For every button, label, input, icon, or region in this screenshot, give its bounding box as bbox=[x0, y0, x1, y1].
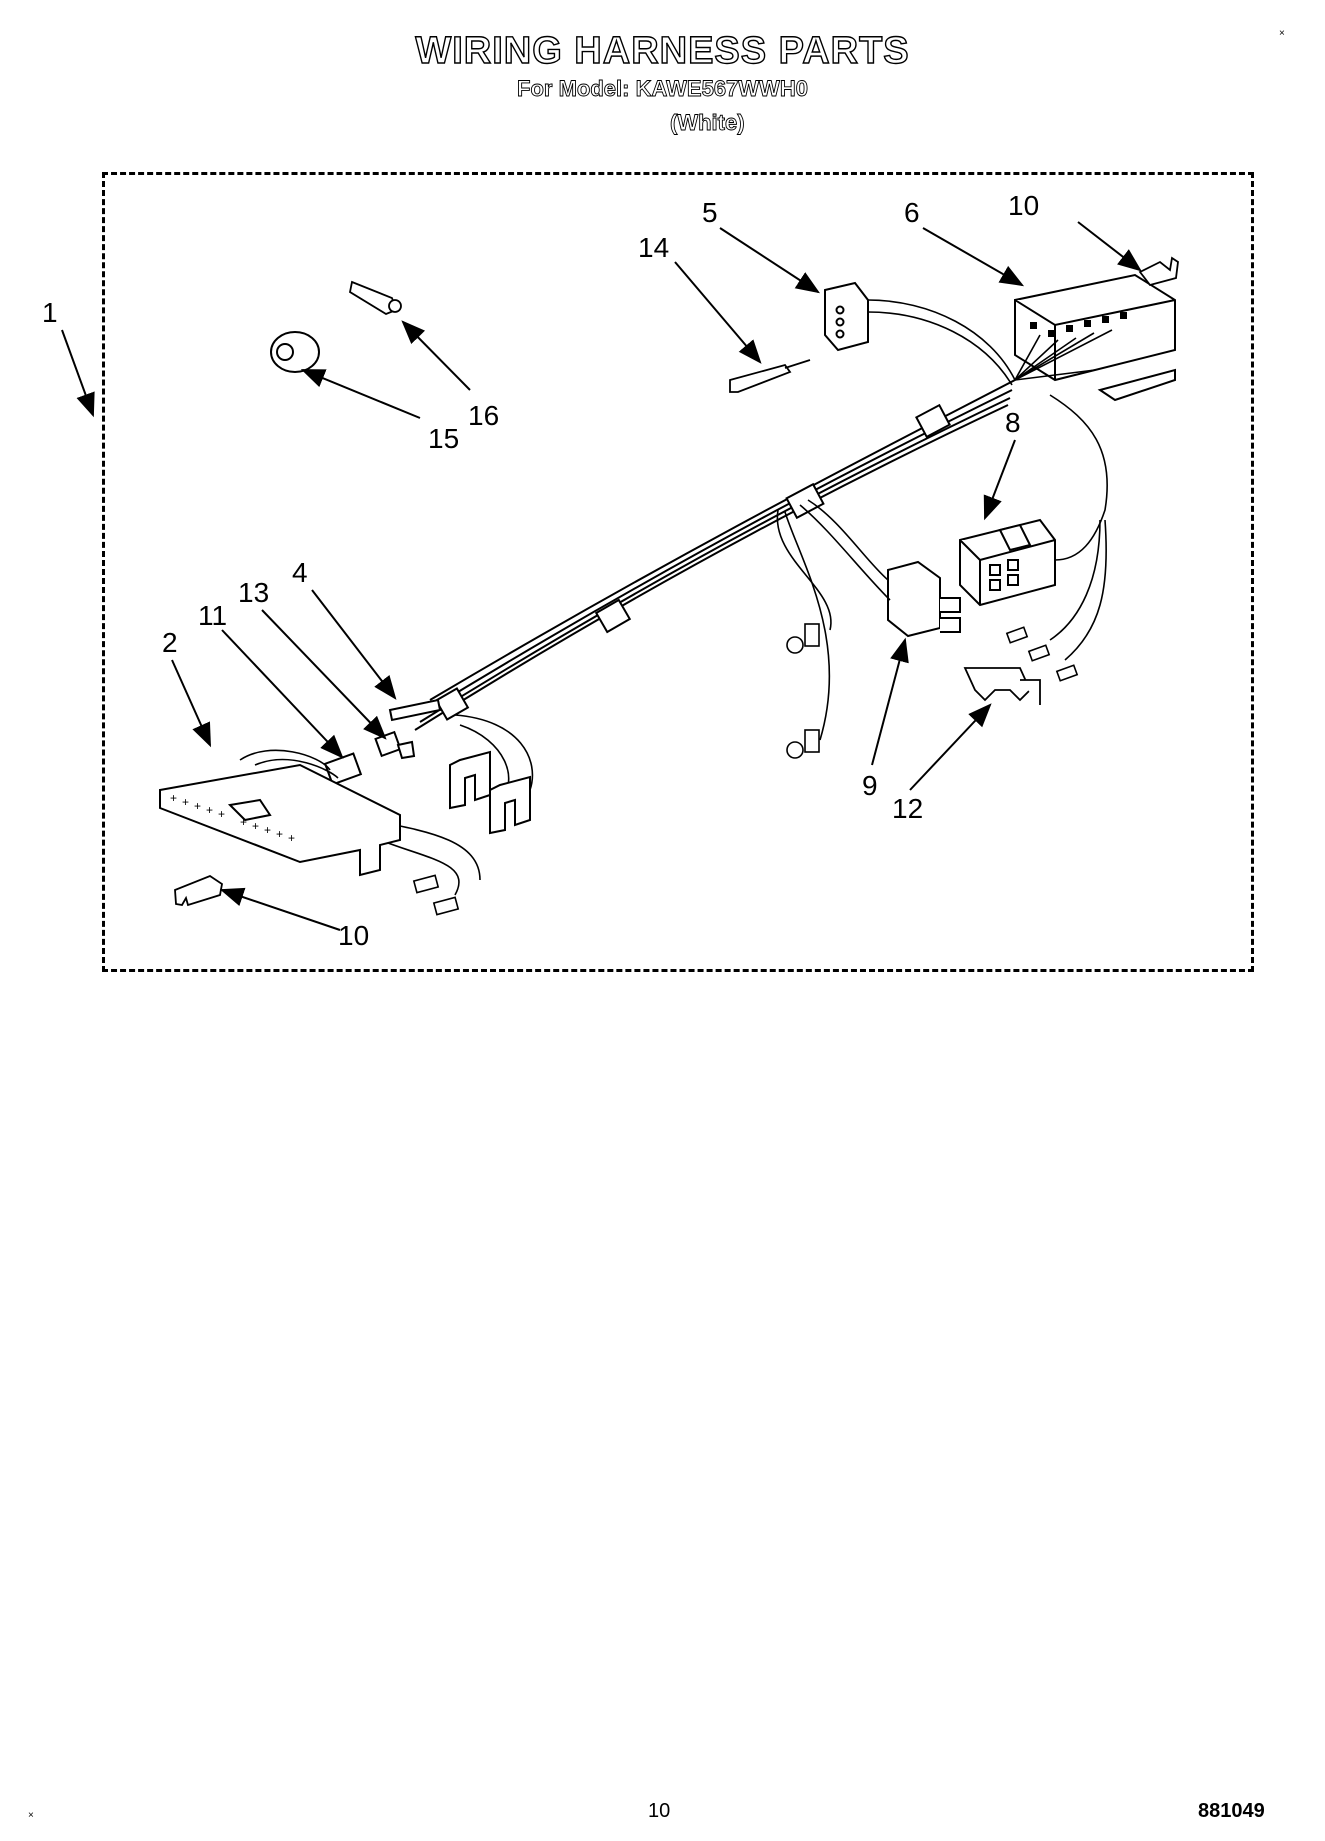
harness-sleeves bbox=[434, 403, 951, 721]
connector-block-8 bbox=[959, 518, 1056, 607]
leader-9 bbox=[871, 637, 909, 766]
ground-leads bbox=[776, 509, 832, 741]
leader-15 bbox=[300, 369, 421, 419]
callout-4: 4 bbox=[292, 557, 308, 588]
callout-labels: 1 2 4 5 6 8 9 10 10 11 12 13 14 15 16 bbox=[42, 190, 1039, 951]
leader-10-lower bbox=[219, 887, 341, 931]
svg-text:+: + bbox=[194, 799, 201, 813]
plug-5-leads bbox=[867, 299, 1016, 386]
svg-text:+: + bbox=[218, 807, 225, 821]
svg-text:+: + bbox=[240, 815, 247, 829]
callout-11: 11 bbox=[198, 600, 227, 631]
leader-8 bbox=[983, 439, 1016, 521]
callout-8: 8 bbox=[1005, 407, 1021, 438]
ring-terminals bbox=[786, 623, 820, 759]
wiring-harness-diagram: + + + + + + + + + + 1 2 4 5 6 8 bbox=[42, 190, 1179, 951]
callout-12: 12 bbox=[892, 793, 923, 824]
callout-14: 14 bbox=[638, 232, 669, 263]
leader-2 bbox=[171, 659, 211, 748]
terminal-14 bbox=[729, 359, 811, 393]
leader-11 bbox=[221, 629, 344, 759]
main-harness-wires bbox=[414, 379, 1016, 731]
callout-16: 16 bbox=[468, 400, 499, 431]
callout-15: 15 bbox=[428, 423, 459, 454]
leader-12 bbox=[909, 703, 992, 791]
color-subtitle: (White) bbox=[670, 110, 745, 136]
callout-5: 5 bbox=[702, 197, 718, 228]
page-title: WIRING HARNESS PARTS bbox=[415, 29, 910, 72]
leader-1 bbox=[61, 329, 95, 418]
leader-4 bbox=[311, 589, 397, 700]
callout-10-upper: 10 bbox=[1008, 190, 1039, 221]
connector-9 bbox=[887, 560, 961, 638]
svg-text:+: + bbox=[252, 819, 259, 833]
terminal-block-2: + + + + + + + + + + bbox=[159, 763, 401, 877]
leader-10-upper bbox=[1077, 221, 1142, 272]
svg-text:+: + bbox=[264, 823, 271, 837]
svg-text:+: + bbox=[170, 791, 177, 805]
leader-6 bbox=[922, 227, 1025, 287]
spade-terminals-lower bbox=[412, 874, 460, 916]
corner-mark-bottom: × bbox=[28, 1810, 34, 1821]
push-pin-16 bbox=[348, 280, 402, 316]
leader-16 bbox=[401, 320, 471, 391]
callout-10-lower: 10 bbox=[338, 920, 369, 951]
plug-5 bbox=[824, 281, 869, 352]
connector-9-leads bbox=[799, 499, 891, 601]
spade-terminals-8 bbox=[1005, 626, 1079, 682]
leader-5 bbox=[719, 227, 821, 294]
corner-mark: × bbox=[1279, 28, 1285, 39]
terminal-block-2-leads bbox=[239, 749, 339, 779]
svg-text:+: + bbox=[288, 831, 295, 845]
leader-lines bbox=[61, 221, 1142, 931]
diagram-frame bbox=[102, 172, 1254, 972]
callout-2: 2 bbox=[162, 627, 178, 658]
svg-text:+: + bbox=[182, 795, 189, 809]
callout-1: 1 bbox=[42, 297, 58, 328]
callout-9: 9 bbox=[862, 770, 878, 801]
page-number: 10 bbox=[648, 1800, 671, 1822]
svg-text:+: + bbox=[276, 827, 283, 841]
terminal-10-upper bbox=[1138, 256, 1179, 287]
terminal-10-lower bbox=[174, 874, 223, 907]
tube-4 bbox=[388, 698, 442, 722]
svg-text:+: + bbox=[206, 803, 213, 817]
leader-13 bbox=[261, 609, 387, 740]
document-code: 881049 bbox=[1198, 1800, 1265, 1822]
connector-block-6 bbox=[1014, 273, 1176, 402]
hook-brackets bbox=[449, 750, 531, 835]
connector-6-leads bbox=[1014, 329, 1113, 381]
bracket-12 bbox=[963, 667, 1041, 705]
callout-6: 6 bbox=[904, 197, 920, 228]
connector-8-leads bbox=[1049, 394, 1109, 661]
callout-13: 13 bbox=[238, 577, 269, 608]
model-subtitle: For Model: KAWE567WWH0 bbox=[517, 76, 809, 102]
leader-14 bbox=[674, 261, 762, 364]
grommet-15 bbox=[270, 331, 320, 373]
cable-tie-13 bbox=[374, 730, 416, 760]
